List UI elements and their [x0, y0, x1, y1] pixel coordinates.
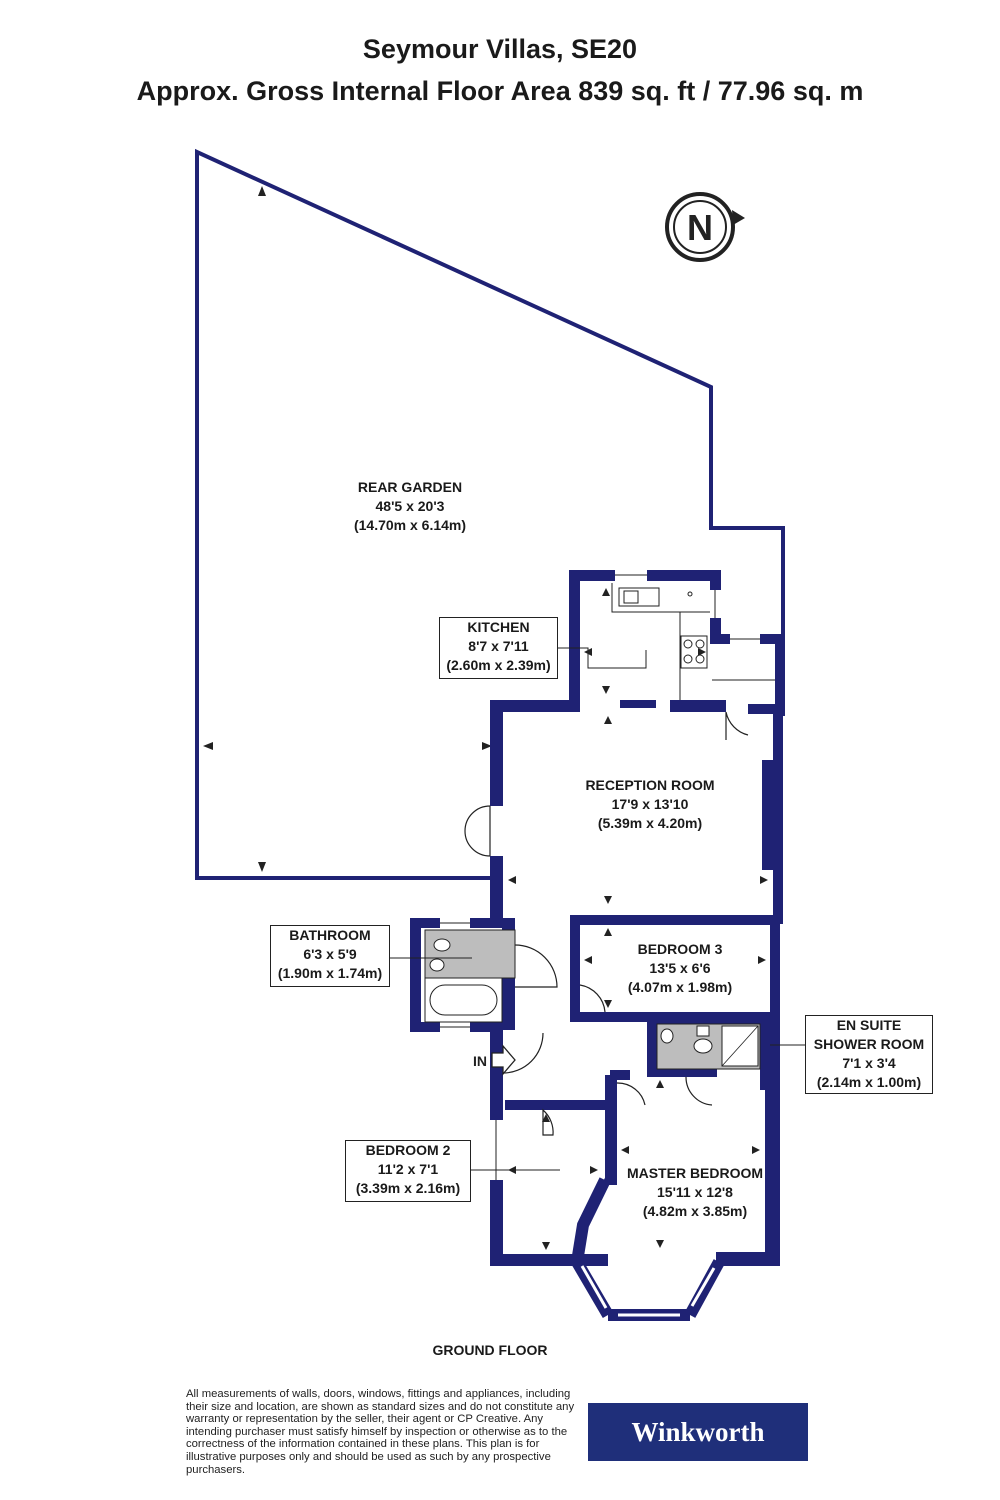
room-size-imperial: 48'5 x 20'3 — [375, 498, 445, 514]
ensuite-fittings — [656, 1023, 761, 1070]
leader-lines — [390, 647, 805, 1171]
room-size-imperial: 11'2 x 7'1 — [377, 1161, 439, 1177]
room-name: RECEPTION ROOM — [585, 777, 715, 793]
french-doors — [464, 805, 491, 857]
room-size-metric: (2.60m x 2.39m) — [446, 657, 551, 673]
kitchen-label: KITCHEN 8'7 x 7'11 (2.60m x 2.39m) — [439, 617, 558, 679]
entrance-arrow-icon: IN — [473, 1044, 516, 1076]
room-name: REAR GARDEN — [357, 479, 463, 495]
master-bedroom-label: MASTER BEDROOM 15'11 x 12'8 (4.82m x 3.8… — [610, 1164, 780, 1221]
room-name: EN SUITE — [836, 1017, 902, 1033]
room-size-metric: (4.82m x 3.85m) — [642, 1203, 748, 1219]
en-suite-label: EN SUITE SHOWER ROOM 7'1 x 3'4 (2.14m x … — [805, 1015, 933, 1094]
bathroom-label: BATHROOM 6'3 x 5'9 (1.90m x 1.74m) — [270, 925, 390, 987]
reception-room-label: RECEPTION ROOM 17'9 x 13'10 (5.39m x 4.2… — [555, 776, 745, 833]
garden-dimension-arrows — [203, 186, 492, 872]
room-size-metric: (5.39m x 4.20m) — [597, 815, 703, 831]
room-size-metric: (1.90m x 1.74m) — [277, 965, 383, 981]
room-size-metric: (4.07m x 1.98m) — [627, 979, 733, 995]
floor-label: GROUND FLOOR — [432, 1342, 548, 1358]
bedroom-2-label: BEDROOM 2 11'2 x 7'1 (3.39m x 2.16m) — [345, 1140, 471, 1202]
bedroom-3-label: BEDROOM 3 13'5 x 6'6 (4.07m x 1.98m) — [600, 940, 760, 997]
compass-letter: N — [687, 207, 713, 248]
plan-title: Seymour Villas, SE20 — [362, 34, 638, 64]
compass-icon: N — [665, 192, 745, 262]
room-size-metric: (3.39m x 2.16m) — [355, 1180, 461, 1196]
room-name: MASTER BEDROOM — [626, 1165, 764, 1181]
room-name: BEDROOM 3 — [637, 941, 723, 957]
room-size-imperial: 17'9 x 13'10 — [611, 796, 689, 812]
rear-garden-label: REAR GARDEN 48'5 x 20'3 (14.70m x 6.14m) — [320, 478, 500, 535]
room-size-metric: (2.14m x 1.00m) — [816, 1074, 922, 1090]
room-size-imperial: 7'1 x 3'4 — [842, 1055, 896, 1071]
room-name-line2: SHOWER ROOM — [813, 1036, 925, 1052]
dimension-arrows — [508, 588, 768, 1250]
windows — [440, 570, 760, 1180]
room-name: BATHROOM — [289, 927, 371, 943]
room-size-imperial: 8'7 x 7'11 — [468, 638, 529, 654]
interior-doors — [502, 711, 749, 1136]
disclaimer-text: All measurements of walls, doors, window… — [186, 1388, 575, 1476]
bay-glazing — [580, 1265, 716, 1317]
room-size-imperial: 15'11 x 12'8 — [657, 1184, 733, 1200]
garden-outline — [195, 148, 785, 880]
kitchen-fittings — [611, 583, 775, 700]
room-name: BEDROOM 2 — [365, 1142, 451, 1158]
entrance-label: IN — [473, 1053, 487, 1069]
bathroom-fittings — [424, 929, 516, 1023]
winkworth-logo: Winkworth — [588, 1403, 808, 1461]
room-size-imperial: 6'3 x 5'9 — [303, 946, 357, 962]
room-size-metric: (14.70m x 6.14m) — [353, 517, 467, 533]
floor-area-subtitle: Approx. Gross Internal Floor Area 839 sq… — [136, 76, 864, 106]
room-name: KITCHEN — [467, 619, 530, 635]
room-size-imperial: 13'5 x 6'6 — [649, 960, 711, 976]
